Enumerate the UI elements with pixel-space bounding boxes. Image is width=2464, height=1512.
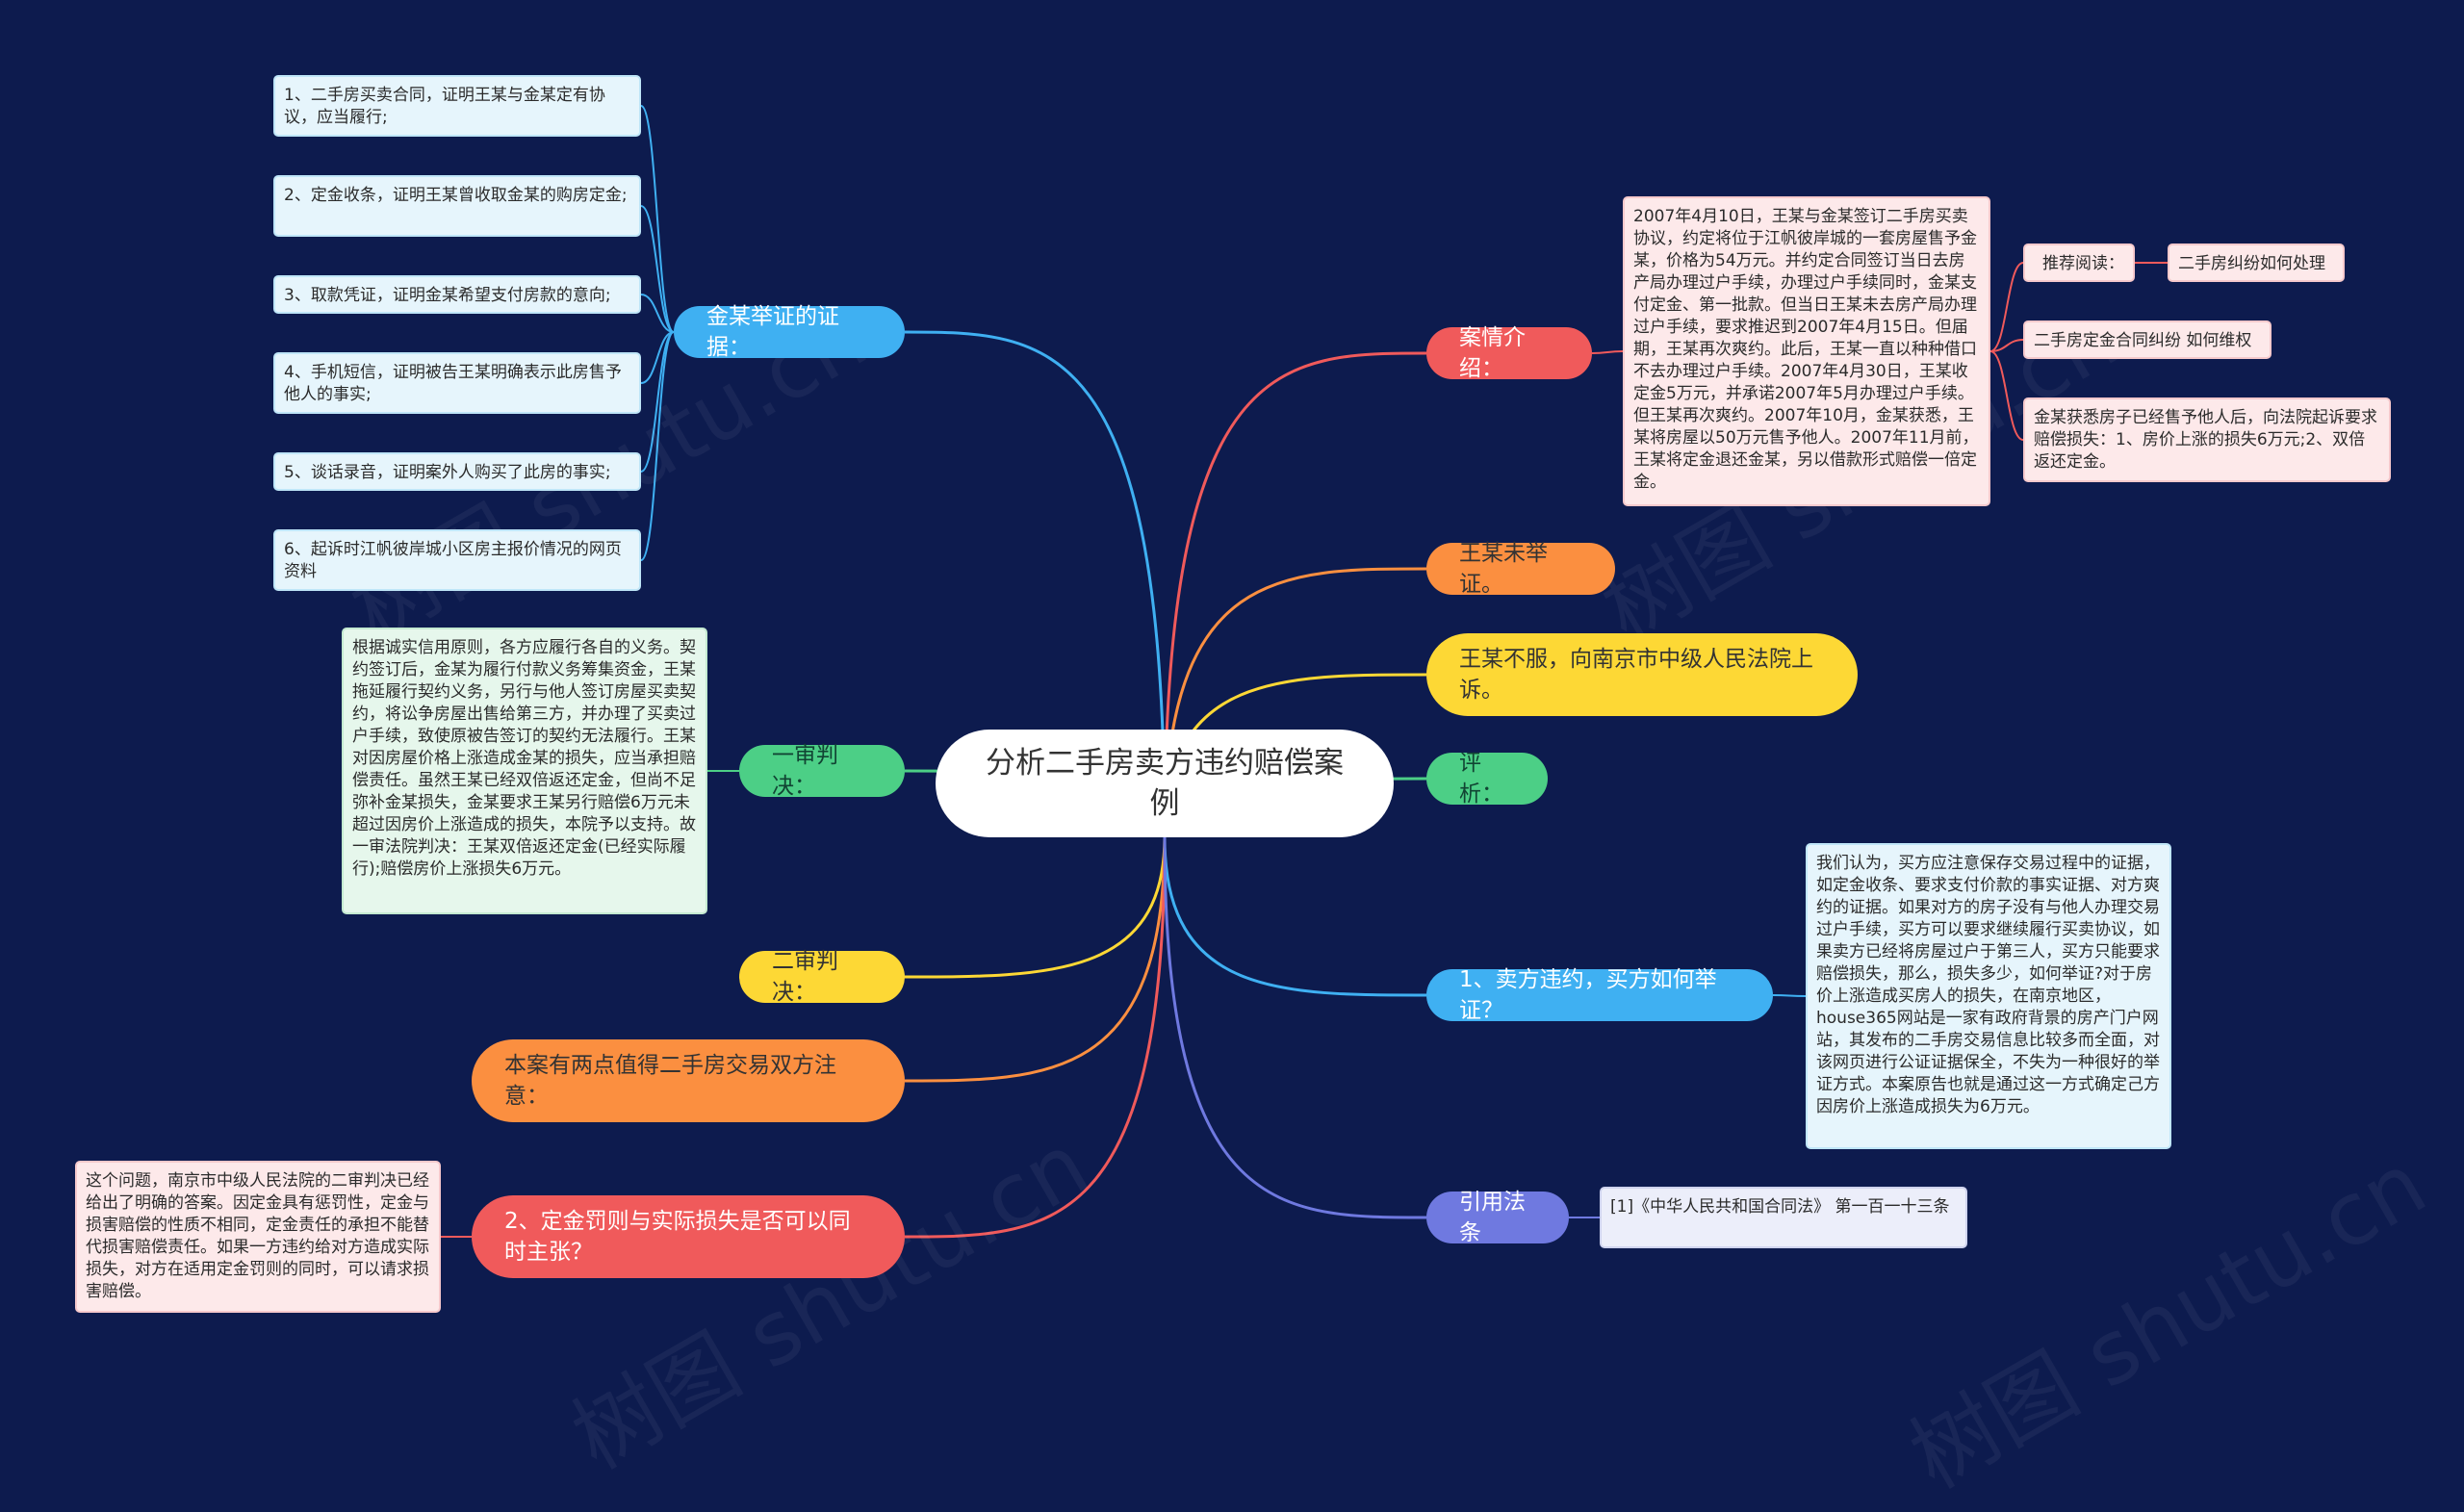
branch-appeal[interactable]: 王某不服，向南京市中级人民法院上诉。 — [1426, 633, 1858, 716]
link-claim-item — [1989, 350, 2024, 441]
branch-no-proof[interactable]: 王某未举证。 — [1426, 541, 1615, 597]
case-intro-detail[interactable]: 2007年4月10日，王某与金某签订二手房买卖协议，约定将位于江帆彼岸城的一套房… — [1623, 196, 1990, 506]
law-detail[interactable]: [1]《中华人民共和国合同法》 第一百一十三条 — [1600, 1187, 1967, 1248]
link-branch-case-intro — [1163, 351, 1427, 838]
link-branch-evidence — [904, 330, 1167, 838]
branch-seller-breach[interactable]: 1、卖方违约，买方如何举证？ — [1426, 967, 1773, 1023]
link-evidence-item-3 — [640, 294, 675, 333]
branch-second-trial[interactable]: 二审判决： — [739, 949, 905, 1005]
branch-law[interactable]: 引用法条 — [1426, 1190, 1569, 1245]
link-evidence-item-6 — [640, 331, 675, 561]
connector-lines — [441, 105, 2168, 1239]
link-case-intro-detail — [1591, 350, 1624, 354]
penalty-detail[interactable]: 这个问题，南京市中级人民法院的二审判决已经给出了明确的答案。因定金具有惩罚性，定… — [75, 1161, 441, 1313]
branch-notice[interactable]: 本案有两点值得二手房交易双方注意： — [472, 1039, 905, 1122]
branch-case-intro[interactable]: 案情介绍： — [1426, 325, 1592, 381]
evidence-item-3[interactable]: 3、取款凭证，证明金某希望支付房款的意向; — [273, 275, 641, 314]
branch-analysis[interactable]: 评析： — [1426, 751, 1548, 807]
branch-first-trial[interactable]: 一审判决： — [739, 743, 905, 799]
recommend-reading-label[interactable]: 推荐阅读： — [2023, 243, 2135, 282]
link-branch-law — [1163, 836, 1427, 1219]
evidence-item-4[interactable]: 4、手机短信，证明被告王某明确表示此房售予他人的事实; — [273, 352, 641, 414]
link-branch-penalty — [904, 836, 1167, 1239]
central-topic[interactable]: 分析二手房卖方违约赔偿案例 — [936, 730, 1394, 837]
seller-breach-detail[interactable]: 我们认为，买方应注意保存交易过程中的证据，如定金收条、要求支付价款的事实证据、对… — [1806, 843, 2171, 1149]
link-evidence-item-2 — [640, 205, 675, 333]
evidence-item-6[interactable]: 6、起诉时江帆彼岸城小区房主报价情况的网页资料 — [273, 529, 641, 591]
link-recommend-reading-label — [1989, 262, 2024, 352]
branch-evidence[interactable]: 金某举证的证据： — [674, 304, 905, 360]
link-deposit-dispute-item — [1989, 339, 2024, 352]
link-branch-second-trial — [904, 836, 1167, 979]
evidence-item-5[interactable]: 5、谈话录音，证明案外人购买了此房的事实; — [273, 452, 641, 491]
first-trial-detail[interactable]: 根据诚实信用原则，各方应履行各自的义务。契约签订后，金某为履行付款义务筹集资金，… — [342, 628, 707, 914]
link-branch-seller-breach — [1163, 836, 1427, 997]
link-evidence-item-1 — [640, 105, 675, 333]
evidence-item-1[interactable]: 1、二手房买卖合同，证明王某与金某定有协议，应当履行; — [273, 75, 641, 137]
evidence-item-2[interactable]: 2、定金收条，证明王某曾收取金某的购房定金; — [273, 175, 641, 237]
link-evidence-item-5 — [640, 331, 675, 473]
link-evidence-item-4 — [640, 331, 675, 384]
link-branch-notice — [904, 836, 1167, 1083]
claim-item[interactable]: 金某获悉房子已经售予他人后，向法院起诉要求赔偿损失：1、房价上涨的损失6万元;2… — [2023, 397, 2391, 482]
deposit-dispute-item[interactable]: 二手房定金合同纠纷 如何维权 — [2023, 320, 2272, 359]
branch-penalty[interactable]: 2、定金罚则与实际损失是否可以同时主张？ — [472, 1195, 905, 1278]
link-seller-breach-detail — [1772, 994, 1807, 997]
recommend-link[interactable]: 二手房纠纷如何处理 — [2168, 243, 2345, 282]
